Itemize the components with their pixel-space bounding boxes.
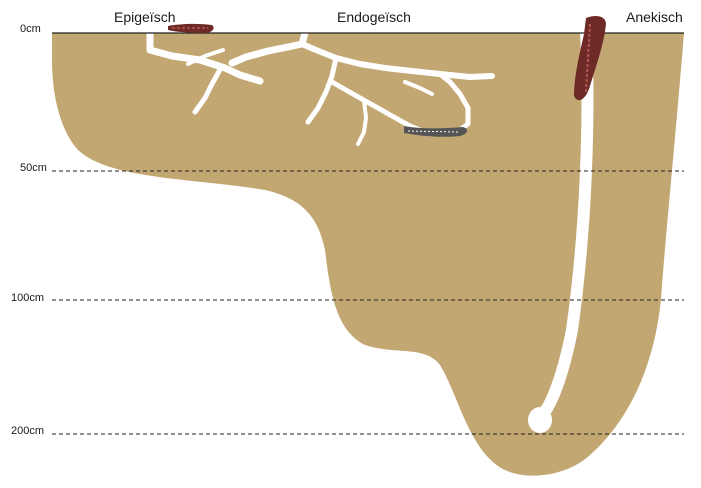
epigeic-worm xyxy=(168,24,214,33)
label-anecic: Anekisch xyxy=(626,9,683,25)
label-endogeic: Endogeïsch xyxy=(337,9,411,25)
depth-label-0: 0cm xyxy=(20,23,41,35)
depth-label-100: 100cm xyxy=(11,292,44,304)
depth-label-50: 50cm xyxy=(20,162,47,174)
depth-label-200: 200cm xyxy=(11,425,44,437)
label-epigeic: Epigeïsch xyxy=(114,9,175,25)
